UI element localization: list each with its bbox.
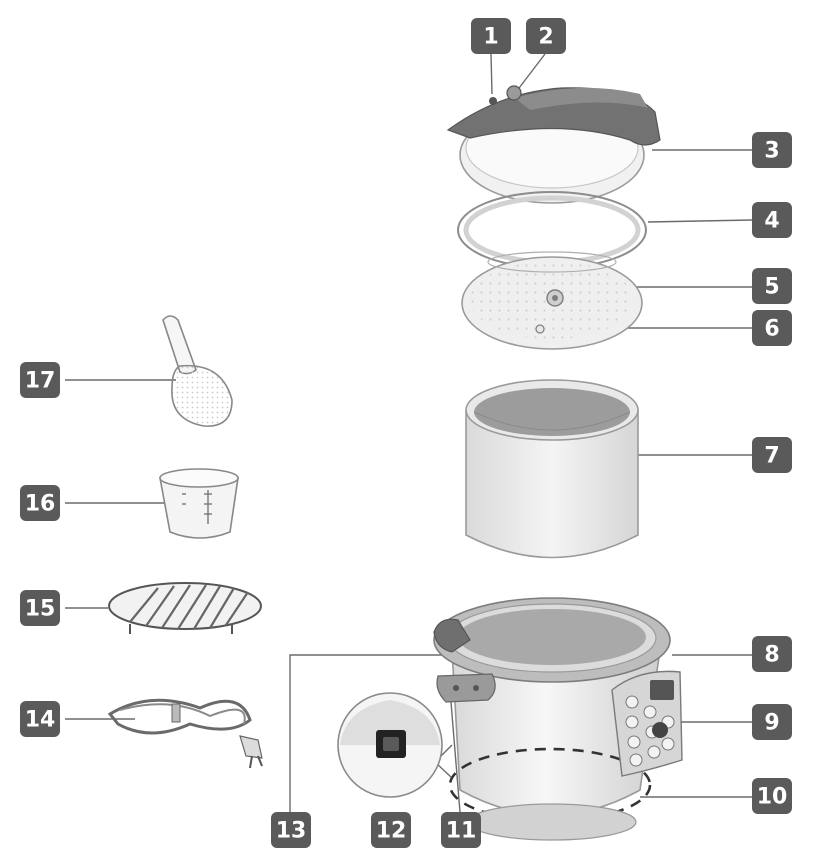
callout-number: 15 [25, 597, 56, 622]
callout-number: 7 [764, 444, 779, 469]
callout-number: 1 [483, 25, 498, 50]
callout-badge-7: 7 [752, 437, 792, 473]
callout-badge-8: 8 [752, 636, 792, 672]
callout-badge-3: 3 [752, 132, 792, 168]
callout-badge-15: 15 [20, 590, 60, 626]
callout-badge-5: 5 [752, 268, 792, 304]
callout-number: 6 [764, 317, 779, 342]
steam-plate [461, 251, 643, 350]
anti-block-cover-icon [535, 324, 545, 334]
callout-badge-11: 11 [441, 812, 481, 848]
lid [446, 85, 661, 204]
callout-number: 13 [276, 819, 307, 844]
callout-badge-background [752, 437, 792, 473]
callout-badge-background [752, 636, 792, 672]
callout-badge-background [20, 362, 60, 398]
callout-badge-10: 10 [752, 778, 792, 814]
callout-badge-14: 14 [20, 701, 60, 737]
pressure-valve-icon [489, 97, 497, 105]
callout-number: 2 [538, 25, 553, 50]
callout-badge-background [752, 778, 792, 814]
callout-number: 14 [25, 708, 56, 733]
callout-number: 9 [764, 711, 779, 736]
callout-number: 11 [446, 819, 477, 844]
callout-badge-background [471, 18, 511, 54]
callout-number: 10 [757, 785, 788, 810]
callout-number: 5 [764, 275, 779, 300]
callout-badge-16: 16 [20, 485, 60, 521]
callout-badge-background [752, 268, 792, 304]
callout-badge-6: 6 [752, 310, 792, 346]
callout-badge-background [371, 812, 411, 848]
callout-number: 16 [25, 492, 56, 517]
callout-number: 17 [25, 369, 56, 394]
callout-badge-background [752, 310, 792, 346]
float-valve-icon [506, 85, 522, 101]
callout-badge-background [752, 132, 792, 168]
callout-badge-background [20, 485, 60, 521]
callout-badge-background [271, 812, 311, 848]
callout-number: 8 [764, 643, 779, 668]
inner-pot [465, 379, 639, 559]
callout-badge-12: 12 [371, 812, 411, 848]
callout-badge-background [20, 701, 60, 737]
callout-badge-background [526, 18, 566, 54]
cooker-body [433, 597, 683, 841]
callout-badge-4: 4 [752, 202, 792, 238]
steam-rack [108, 582, 262, 634]
callout-badge-background [752, 202, 792, 238]
callout-badge-9: 9 [752, 704, 792, 740]
callout-badge-1: 1 [471, 18, 511, 54]
power-cord [107, 698, 263, 769]
power-socket-inset [337, 692, 443, 798]
callout-badge-17: 17 [20, 362, 60, 398]
measuring-cup [159, 468, 239, 539]
leader-lines [65, 53, 753, 813]
rice-spoon [162, 315, 233, 427]
callout-badge-background [752, 704, 792, 740]
callout-badge-background [20, 590, 60, 626]
callout-number: 4 [764, 209, 779, 234]
callout-badge-13: 13 [271, 812, 311, 848]
callout-number: 12 [376, 819, 407, 844]
callout-number: 3 [764, 139, 779, 164]
callout-badge-2: 2 [526, 18, 566, 54]
callout-badge-background [441, 812, 481, 848]
